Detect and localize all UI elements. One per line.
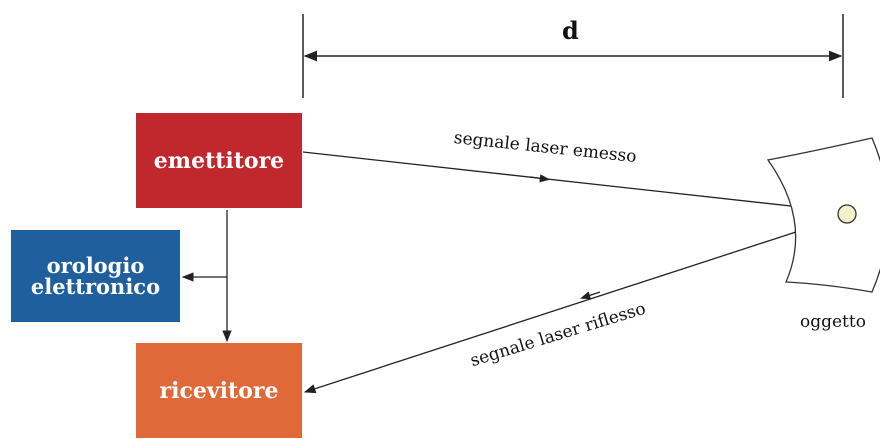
receiver-box: ricevitore — [136, 343, 302, 438]
object-label: oggetto — [800, 312, 866, 332]
target-point — [837, 204, 857, 224]
reflected-ray-arrow — [580, 291, 601, 300]
emitted-ray-arrow — [529, 174, 551, 183]
clock-label-line2: elettronico — [30, 274, 161, 299]
reflected-ray — [303, 215, 846, 394]
emitter-box: emettitore — [136, 113, 302, 208]
emitted-ray — [302, 151, 846, 213]
receiver-label: ricevitore — [159, 377, 279, 404]
emitter-label: emettitore — [153, 147, 285, 174]
object-shape — [766, 137, 880, 293]
distance-label: d — [562, 16, 579, 45]
clock-box: orologio elettronico — [11, 230, 180, 322]
clock-label-line1: orologio — [46, 253, 145, 278]
